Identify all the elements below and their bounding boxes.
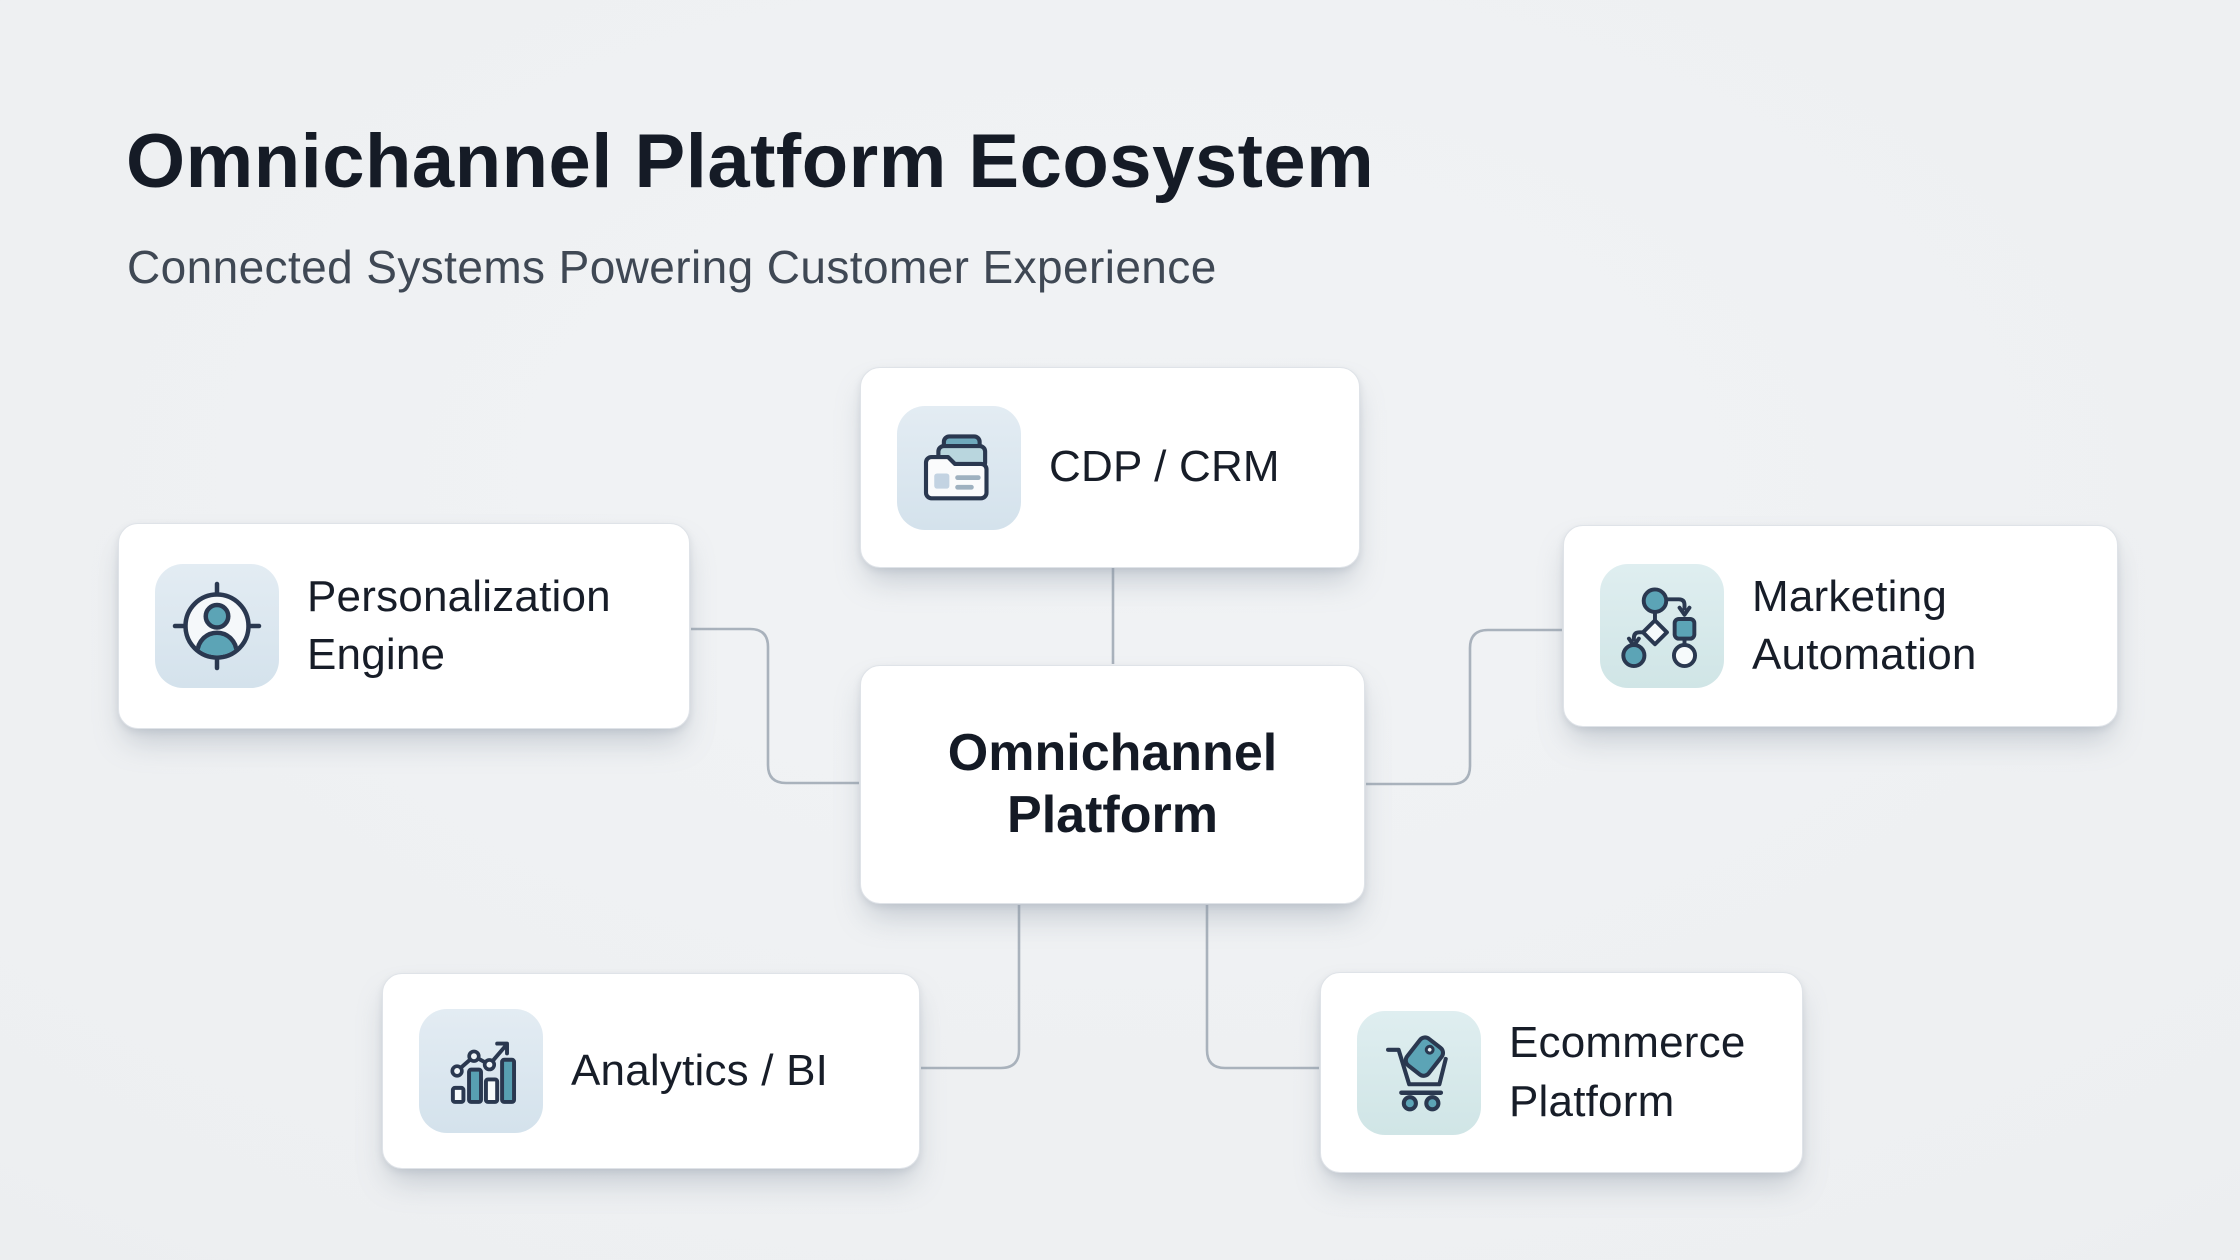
edge-center-to-marketing <box>1366 628 1562 786</box>
page-title: Omnichannel Platform Ecosystem <box>126 119 1375 204</box>
node-label: Ecommerce Platform <box>1509 1018 1746 1126</box>
person-target-icon <box>155 564 279 688</box>
edge-personalization-to-center <box>691 627 859 785</box>
node-analytics-bi: Analytics / BI <box>382 973 920 1169</box>
node-cdp-crm: CDP / CRM <box>860 367 1360 568</box>
node-label: Personalization Engine <box>307 571 611 679</box>
node-marketing-automation: Marketing Automation <box>1563 525 2118 727</box>
bar-chart-icon <box>419 1009 543 1133</box>
node-omnichannel-platform: Omnichannel Platform <box>860 665 1365 904</box>
node-label: Marketing Automation <box>1752 571 1977 679</box>
node-label: Omnichannel Platform <box>947 724 1278 844</box>
folder-files-icon <box>897 405 1021 530</box>
cart-tag-icon <box>1357 1010 1481 1135</box>
edge-center-to-analytics <box>921 905 1021 1070</box>
flowchart-icon <box>1600 564 1724 688</box>
node-ecommerce-platform: Ecommerce Platform <box>1320 972 1803 1173</box>
node-label: Analytics / BI <box>571 1045 829 1095</box>
edge-center-to-ecommerce <box>1205 905 1319 1070</box>
node-personalization-engine: Personalization Engine <box>118 523 690 729</box>
page-subtitle: Connected Systems Powering Customer Expe… <box>127 241 1217 293</box>
node-label: CDP / CRM <box>1049 442 1280 492</box>
